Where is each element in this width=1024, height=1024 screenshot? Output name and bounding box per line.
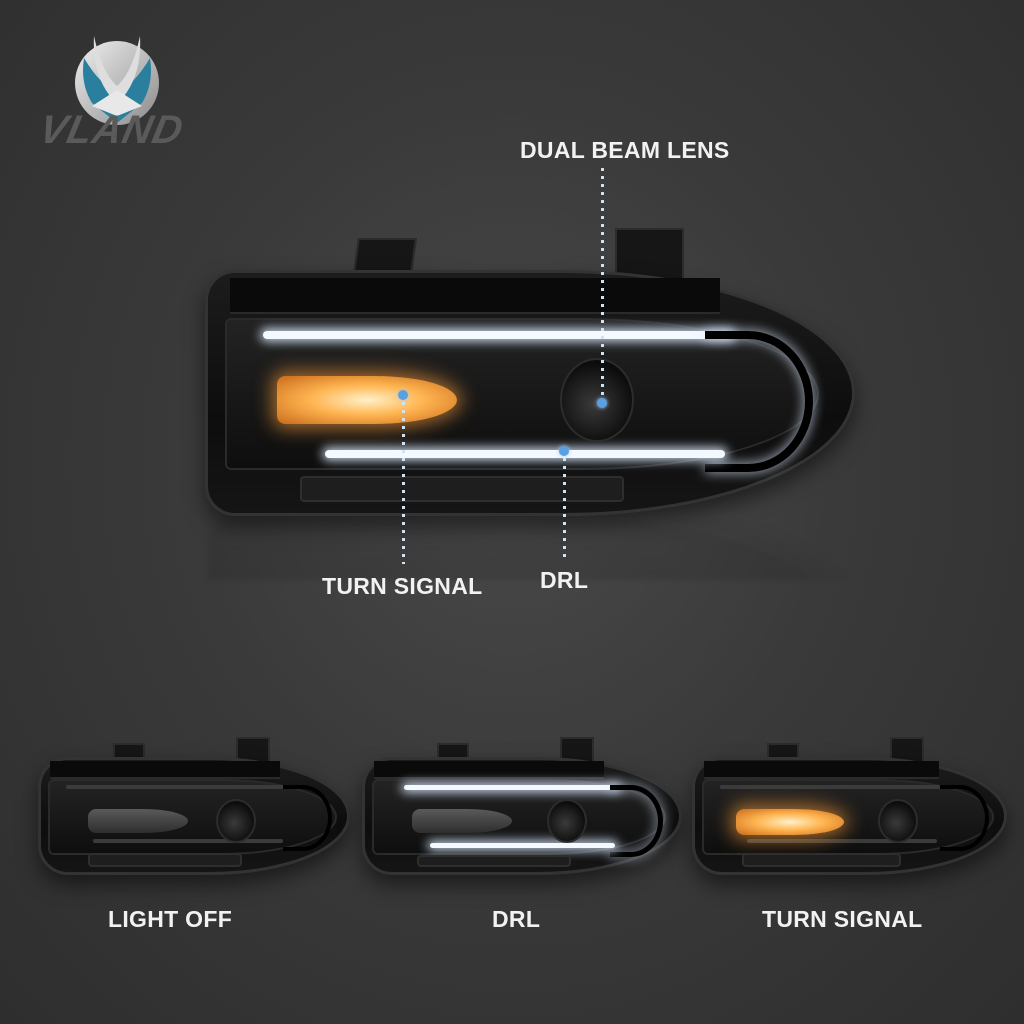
main-headlight-image xyxy=(205,228,855,518)
callout-turn-signal: TURN SIGNAL xyxy=(322,573,483,599)
callout-dual-beam-lens: DUAL BEAM LENS xyxy=(520,137,730,163)
main-headlight-reflection xyxy=(205,520,855,580)
callout-line-dual-beam xyxy=(601,168,604,398)
variant-drl-image xyxy=(362,735,682,875)
callout-line-turn-signal xyxy=(402,402,405,564)
variant-label-light-off: LIGHT OFF xyxy=(108,906,233,932)
variant-light-off-image xyxy=(38,735,350,875)
callout-drl: DRL xyxy=(540,567,589,593)
callout-line-drl xyxy=(563,458,566,560)
brand-wordmark: VLAND xyxy=(35,108,188,152)
variant-turn-signal-image xyxy=(692,735,1007,875)
callout-dot-turn-signal xyxy=(398,390,408,400)
callout-dot-drl xyxy=(559,446,569,456)
variant-label-turn-signal: TURN SIGNAL xyxy=(762,906,923,932)
callout-dot-dual-beam xyxy=(597,398,607,408)
variant-label-drl: DRL xyxy=(492,906,541,932)
vland-logo-icon xyxy=(75,36,159,125)
